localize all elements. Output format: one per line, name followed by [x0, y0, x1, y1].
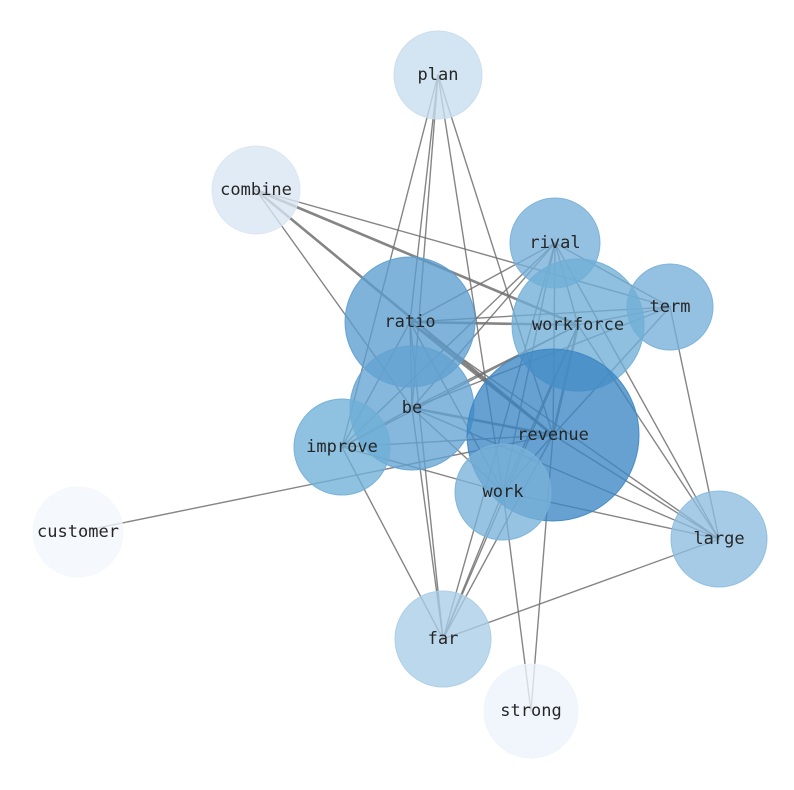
- graph-node-plan[interactable]: [393, 30, 483, 120]
- graph-node-improve[interactable]: [293, 398, 391, 496]
- graph-node-customer[interactable]: [32, 486, 124, 578]
- graph-node-combine[interactable]: [211, 145, 301, 235]
- node-layer: [32, 30, 768, 759]
- graph-node-large[interactable]: [670, 490, 768, 588]
- graph-edge: [442, 538, 720, 640]
- graph-node-strong[interactable]: [483, 663, 579, 759]
- graph-node-far[interactable]: [394, 590, 492, 688]
- graph-node-work[interactable]: [454, 443, 552, 541]
